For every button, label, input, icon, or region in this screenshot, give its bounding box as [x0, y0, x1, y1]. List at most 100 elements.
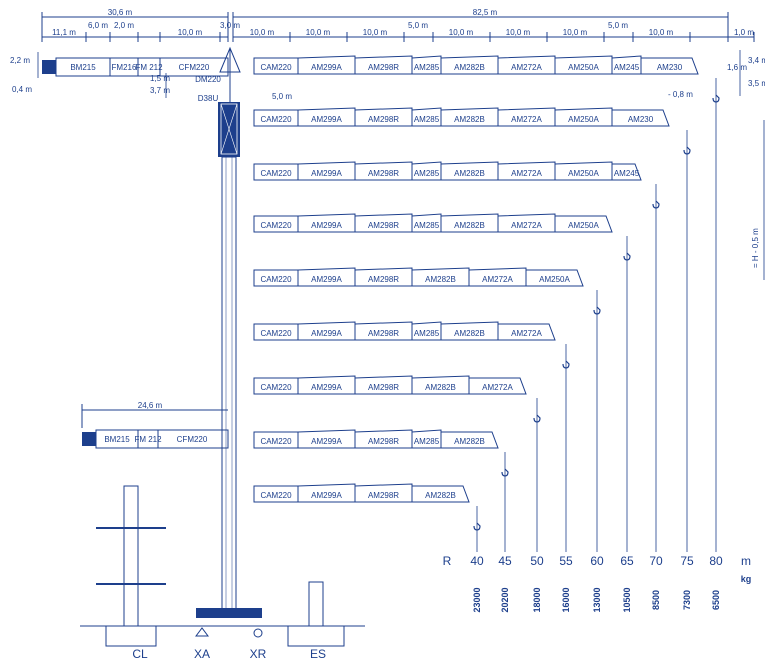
jib-dim-4: 5,0 m: [408, 21, 428, 30]
jib-section-label: AM299A: [311, 221, 342, 230]
jib-section-label: AM250A: [568, 169, 599, 178]
jib-section-label: AM250A: [568, 115, 599, 124]
jib-section-label: AM230: [628, 115, 654, 124]
hook-icon: [652, 200, 660, 209]
radius-weight-table: 4023000452020050180005516000601300065105…: [470, 554, 723, 613]
jib-section-label: CAM220: [260, 437, 292, 446]
base-area: [80, 485, 365, 647]
jib-section-label: AM272A: [511, 329, 542, 338]
left-dim-top: 2,2 m: [10, 56, 30, 65]
counter-dim-2: 6,0 m: [88, 21, 108, 30]
hook-icon: [623, 252, 631, 261]
jib-section-label: AM282B: [425, 491, 456, 500]
hook-icon: [562, 360, 570, 369]
trolley-offset-dim: 5,0 m: [272, 92, 292, 101]
radius-value: 80: [709, 554, 723, 568]
radius-value: 70: [649, 554, 663, 568]
radius-label: R: [443, 554, 452, 568]
jib-section-label: AM299A: [311, 169, 342, 178]
weight-value: 16000: [561, 587, 571, 612]
weight-value: 6500: [711, 590, 721, 610]
weight-value: 20200: [500, 587, 510, 612]
weight-value: 23000: [472, 587, 482, 612]
counterweight-block: [42, 60, 56, 74]
jib-dim-7: 10,0 m: [563, 28, 588, 37]
base-label-xr: XR: [250, 647, 267, 661]
tower-mast: [196, 46, 262, 618]
short-seg-1: BM215: [104, 435, 130, 444]
radius-value: 55: [559, 554, 573, 568]
jib-dim-10: 1,0 m: [734, 28, 754, 37]
jib-section-label: AM282B: [454, 169, 485, 178]
radius-unit: m: [741, 554, 751, 568]
counter-dim-3: 2,0 m: [114, 21, 134, 30]
counter-seg-4: CFM220: [179, 63, 210, 72]
hook-icon: [593, 306, 601, 315]
jib-section-label: AM250A: [539, 275, 570, 284]
jib-section-label: AM230: [657, 63, 683, 72]
jib-section-label: CAM220: [260, 275, 292, 284]
hook-icon: [533, 414, 541, 423]
weight-value: 8500: [651, 590, 661, 610]
base-label-es: ES: [310, 647, 326, 661]
short-counter-length: 24,6 m: [138, 401, 163, 410]
height-note: = H - 0,5 m: [751, 228, 760, 268]
jib-section-label: AM282B: [425, 383, 456, 392]
counter-seg-1: BM215: [70, 63, 96, 72]
counter-total-dim: 30,6 m: [108, 8, 133, 17]
jib-section-label: AM272A: [511, 63, 542, 72]
jib-dim-9: 10,0 m: [649, 28, 674, 37]
top-dimensions: [41, 12, 755, 42]
jib-section-label: AM299A: [311, 63, 342, 72]
jib-section-label: CAM220: [260, 329, 292, 338]
weight-unit: kg: [741, 574, 752, 584]
jib-section-label: CAM220: [260, 221, 292, 230]
jib-section-label: AM245: [614, 63, 640, 72]
jib-section-label: AM250A: [568, 63, 599, 72]
base-label-cl: CL: [132, 647, 148, 661]
jib-section-label: AM285: [414, 329, 440, 338]
jib-section-label: AM298R: [368, 275, 399, 284]
jib-section-label: AM282B: [454, 115, 485, 124]
weight-value: 13000: [592, 587, 602, 612]
base-label-xa: XA: [194, 647, 210, 661]
jib-section-label: AM285: [414, 115, 440, 124]
small-label-1: DM220: [195, 75, 221, 84]
jib-dim-6: 10,0 m: [506, 28, 531, 37]
jib-section-label: CAM220: [260, 383, 292, 392]
mid-dim-1: 1,5 m: [150, 74, 170, 83]
weight-value: 10500: [622, 587, 632, 612]
mid-dim-2: 3,7 m: [150, 86, 170, 95]
hook-icon: [473, 522, 481, 531]
jib-section-label: AM282B: [454, 63, 485, 72]
radius-value: 45: [498, 554, 512, 568]
jib-section-label: AM298R: [368, 491, 399, 500]
jib-section-label: AM298R: [368, 383, 399, 392]
jib-section-label: AM298R: [368, 115, 399, 124]
jib-dim-8: 5,0 m: [608, 21, 628, 30]
jib-section-label: CAM220: [260, 63, 292, 72]
jib-section-label: AM245: [614, 169, 640, 178]
jib-section-label: AM285: [414, 437, 440, 446]
hook-icon: [501, 468, 509, 477]
weight-value: 18000: [532, 587, 542, 612]
jib-section-label: AM285: [414, 221, 440, 230]
jib-section-label: AM298R: [368, 63, 399, 72]
weight-value: 7300: [682, 590, 692, 610]
short-seg-2: FM 212: [134, 435, 162, 444]
jib-section-label: CAM220: [260, 491, 292, 500]
side-dim-lines: [37, 50, 765, 280]
jib-section-label: AM282B: [425, 275, 456, 284]
jib-section-label: AM282B: [454, 329, 485, 338]
jib-section-label: CAM220: [260, 115, 292, 124]
short-counterweight-block: [82, 432, 96, 446]
jib-section-label: AM272A: [482, 383, 513, 392]
